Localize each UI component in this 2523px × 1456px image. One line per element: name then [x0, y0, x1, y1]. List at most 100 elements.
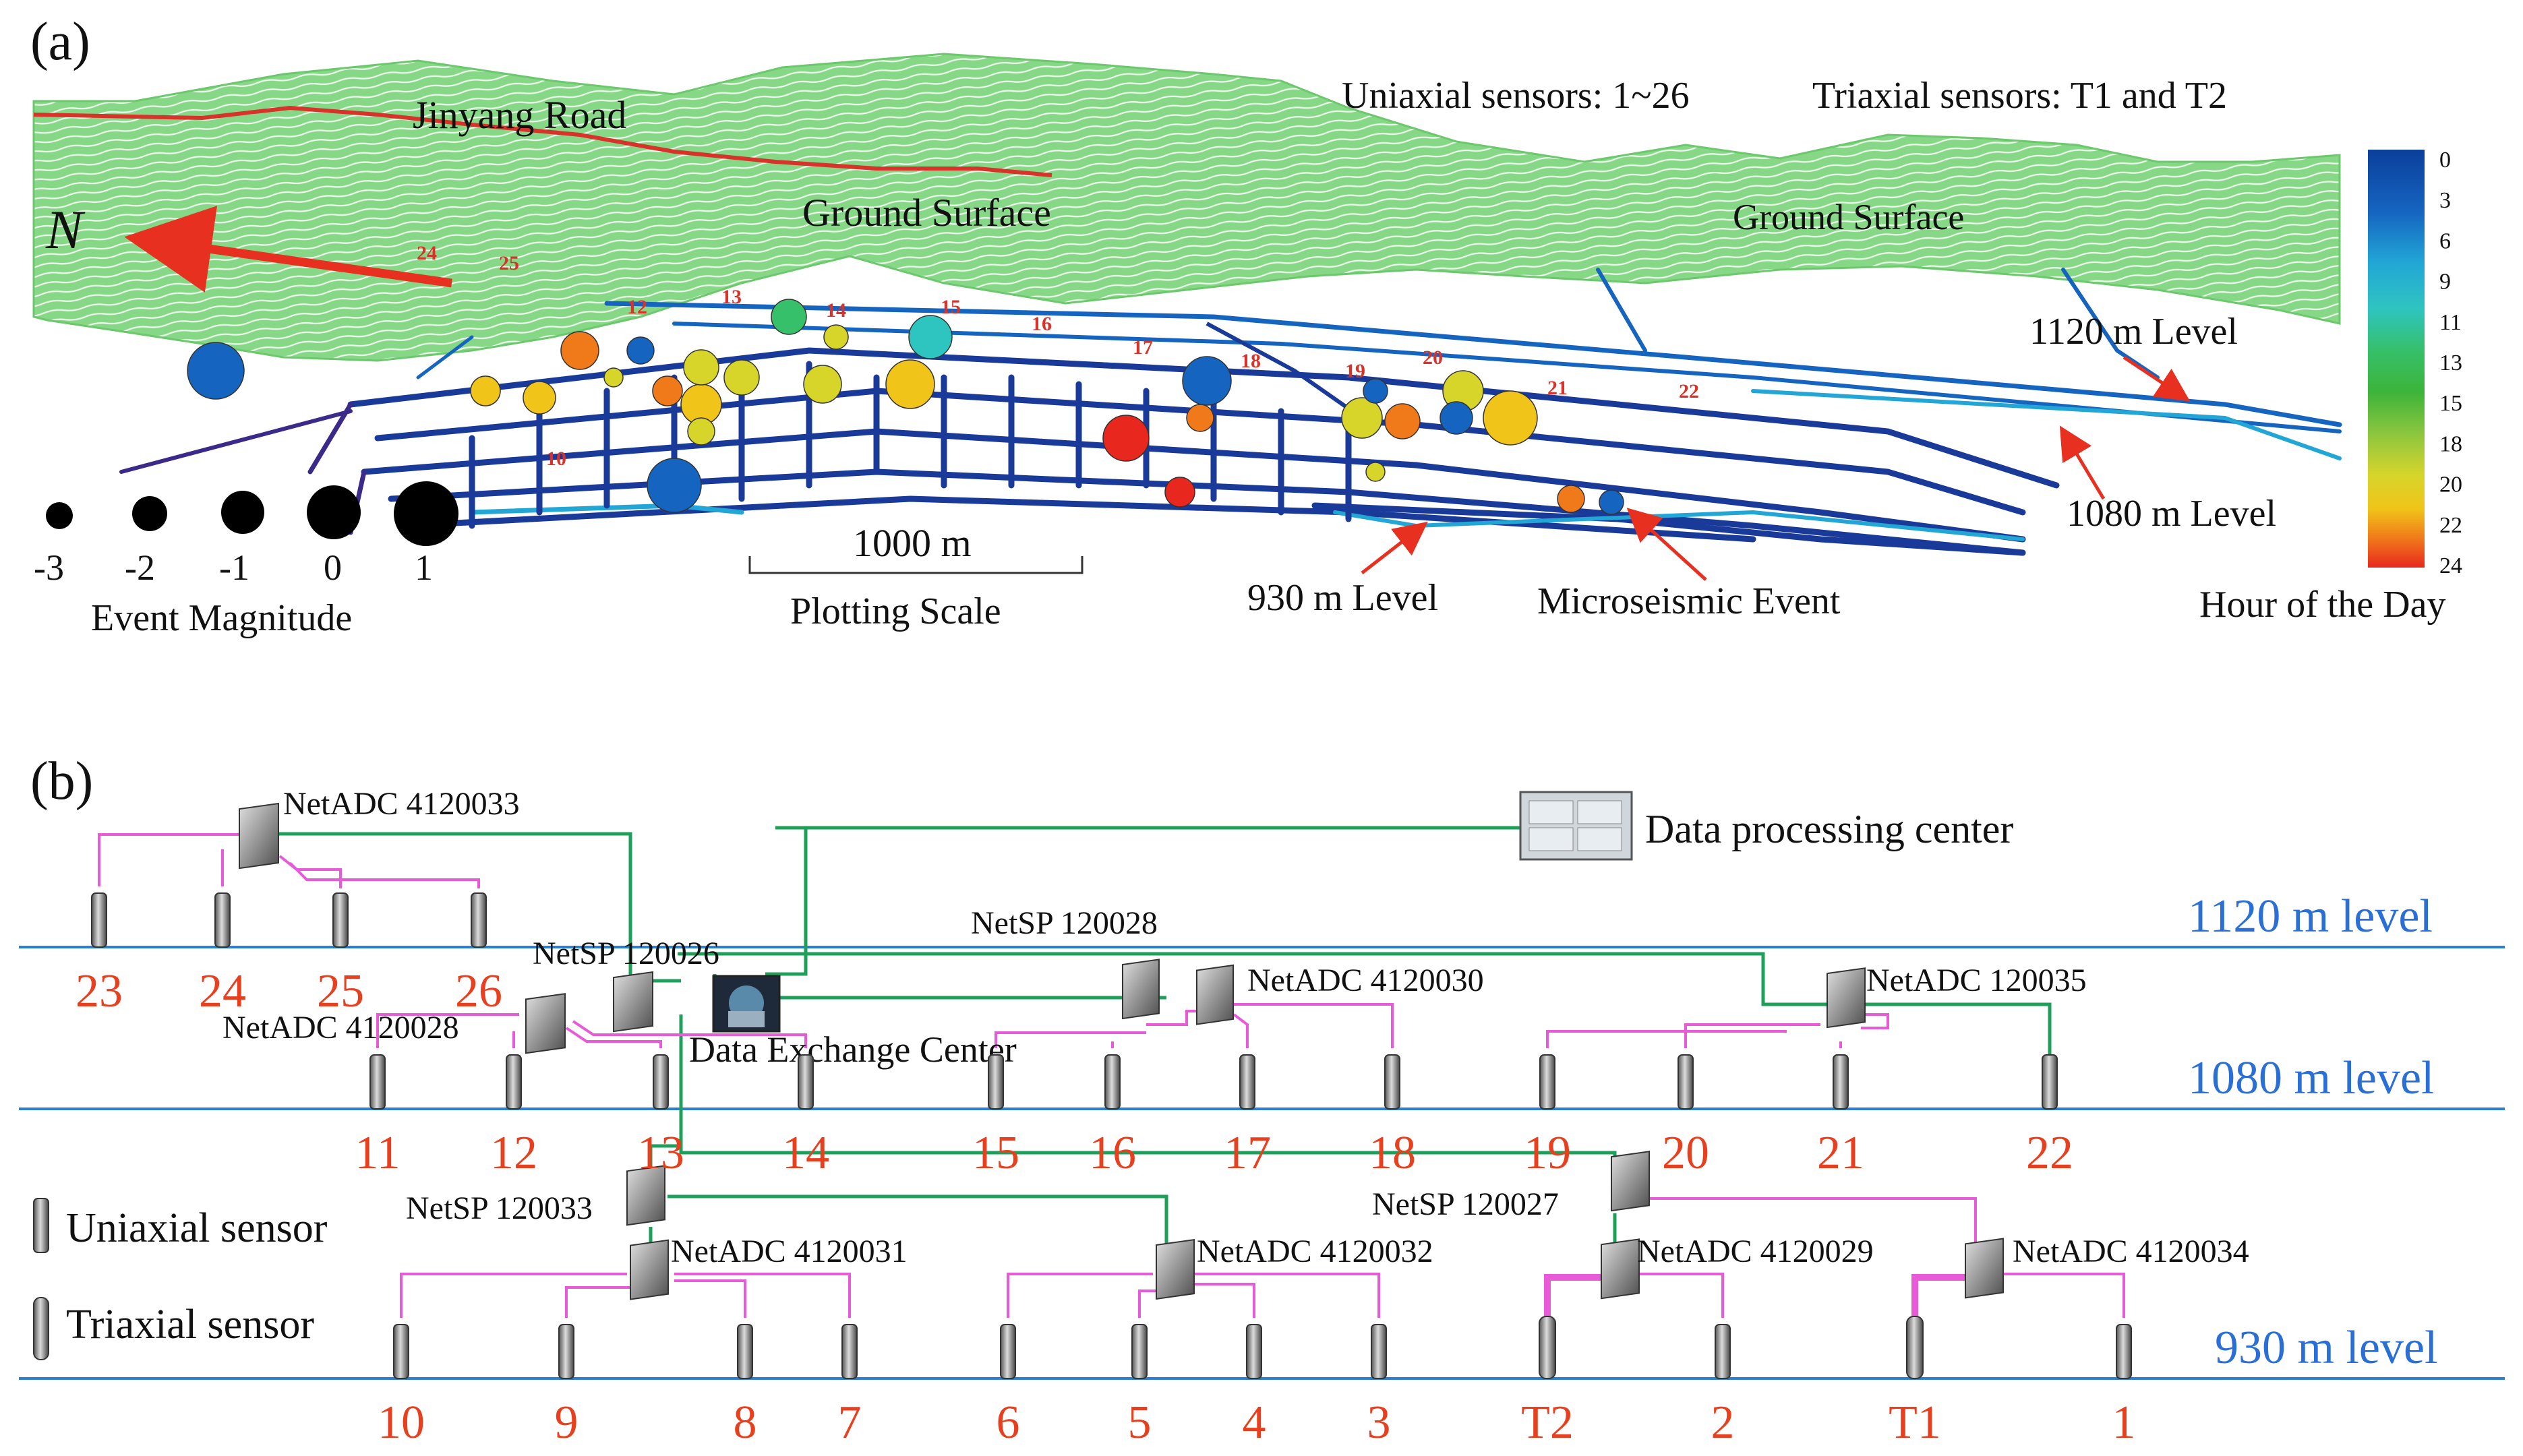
magenta-links	[98, 833, 2125, 1318]
label-data-processing-center: Data processing center	[1645, 807, 2013, 851]
sensor-number: 17	[1224, 1127, 1271, 1179]
uniaxial-note: Uniaxial sensors: 1~26	[1342, 75, 1690, 117]
sensor-tag-15: 15	[941, 296, 961, 318]
panel-a: N 24 25 12 13 14 15 16 17 18 19 20 21 22…	[30, 12, 2462, 639]
colorbar-strip	[2368, 150, 2425, 568]
sensor-number: 3	[1367, 1397, 1391, 1449]
uniaxial-sensor	[332, 892, 349, 948]
sensor-number: 24	[199, 965, 246, 1017]
level-930-label: 930 m Level	[1247, 577, 1438, 619]
sensor-number: 10	[378, 1397, 425, 1449]
sensor-tag-17: 17	[1133, 336, 1153, 359]
magnitude-dot-m2	[132, 496, 167, 531]
colorbar-title: Hour of the Day	[2199, 584, 2445, 626]
sensor-number: 2	[1711, 1397, 1735, 1449]
device-labels: NetADC 4120033 Data processing center Ne…	[222, 786, 2249, 1269]
colorbar-tick: 13	[2439, 351, 2462, 375]
uniaxial-sensor	[91, 892, 107, 948]
label-adc-4120034: NetADC 4120034	[2013, 1234, 2249, 1269]
colorbar-tick: 0	[2439, 148, 2451, 173]
colorbar-tick: 22	[2439, 513, 2462, 538]
uniaxial-sensor	[1715, 1324, 1731, 1379]
device-box-sp-120033	[626, 1165, 665, 1226]
level-1080-arrow	[2059, 425, 2106, 500]
sensor-number: 1	[2112, 1397, 2136, 1449]
label-sp-120027: NetSP 120027	[1372, 1186, 1559, 1222]
uniaxial-sensor	[1246, 1324, 1262, 1379]
magnitude-dot-m3	[46, 502, 73, 529]
sensor-tag-22: 22	[1679, 380, 1699, 402]
north-label: N	[45, 199, 86, 260]
uniaxial-sensor	[1833, 1054, 1849, 1110]
sensor-number: 13	[637, 1127, 684, 1179]
device-box-adc-4120029	[1601, 1238, 1640, 1300]
panel-a-label: (a)	[30, 12, 90, 71]
jinyang-road-line	[33, 105, 1052, 177]
magnitude-1: 1	[415, 547, 433, 588]
label-sp-120033: NetSP 120033	[406, 1190, 593, 1226]
sensor-tag-18: 18	[1241, 350, 1261, 372]
device-box-adc-4120033	[239, 802, 279, 870]
ground-surface-right: Ground Surface	[1733, 197, 1964, 237]
road-label: Jinyang Road	[413, 93, 626, 137]
panel-b-label: (b)	[30, 752, 93, 811]
uniaxial-sensor	[2116, 1324, 2132, 1379]
magnitude-m3: -3	[34, 547, 64, 588]
device-box-adc-4120031	[630, 1239, 669, 1300]
scale-caption: Plotting Scale	[790, 590, 1001, 632]
sensor-tags-a: 24 25 12 13 14 15 16 17 18 19 20 21 22 1…	[417, 242, 1699, 470]
sensor-tag-14: 14	[826, 299, 846, 322]
sensor-number: 8	[734, 1397, 757, 1449]
colorbar-tick: 9	[2439, 270, 2451, 295]
device-box-adc-4120032	[1156, 1238, 1195, 1300]
triaxial-sensor	[1906, 1316, 1924, 1379]
device-box-adc-4120034	[1965, 1238, 2004, 1299]
sensor-number: 7	[838, 1397, 862, 1449]
level-label-930: 930 m level	[2215, 1322, 2437, 1374]
sensor-tag-13: 13	[721, 286, 742, 308]
label-adc-120035: NetADC 120035	[1866, 963, 2087, 998]
uniaxial-sensor	[2042, 1054, 2058, 1110]
label-adc-4120030: NetADC 4120030	[1247, 963, 1484, 998]
sensor-number: 16	[1089, 1127, 1136, 1179]
colorbar-tick: 11	[2439, 310, 2462, 335]
magnitude-dot-1	[394, 481, 458, 546]
device-box-adc-4120028	[525, 993, 566, 1054]
label-adc-4120029: NetADC 4120029	[1637, 1234, 1874, 1269]
colorbar-tick: 18	[2439, 431, 2462, 456]
sensor-number: 9	[555, 1397, 578, 1449]
device-boxes	[239, 802, 2004, 1300]
uniaxial-sensor	[1384, 1054, 1400, 1110]
ground-surface-left: Ground Surface	[802, 191, 1051, 235]
magnitude-title: Event Magnitude	[91, 597, 352, 639]
label-adc-4120033: NetADC 4120033	[283, 786, 520, 822]
uniaxial-sensor	[737, 1324, 753, 1379]
magnitude-dot-0	[307, 485, 361, 539]
sensor-number: 19	[1524, 1127, 1571, 1179]
data-exchange-center-image	[712, 975, 781, 1033]
uniaxial-sensor	[1104, 1054, 1121, 1110]
sensor-number: 25	[317, 965, 364, 1017]
plotting-scale: 1000 m Plotting Scale	[748, 521, 1084, 632]
uniaxial-sensor	[471, 892, 487, 948]
sensor-legend: Uniaxial sensor Triaxial sensor	[33, 1198, 328, 1360]
magnitude-0: 0	[324, 547, 342, 588]
legend-triaxial-label: Triaxial sensor	[66, 1302, 314, 1347]
ground-surface-terrain	[32, 53, 2341, 362]
colorbar-tick: 3	[2439, 188, 2451, 213]
level-1120-label: 1120 m Level	[2029, 311, 2238, 353]
sensor-tag-16: 16	[1032, 313, 1052, 335]
uniaxial-sensor	[653, 1054, 669, 1110]
triaxial-note: Triaxial sensors: T1 and T2	[1812, 75, 2227, 117]
label-adc-4120032: NetADC 4120032	[1197, 1234, 1433, 1269]
sensor-tag-19: 19	[1345, 360, 1365, 382]
sensor-number: 6	[997, 1397, 1020, 1449]
device-box-adc-4120030-a	[1122, 959, 1160, 1020]
label-adc-4120031: NetADC 4120031	[671, 1234, 908, 1269]
legend-triaxial-symbol	[33, 1297, 49, 1360]
legend-uniaxial-symbol	[33, 1198, 49, 1253]
sensor-tag-24: 24	[417, 242, 437, 264]
uniaxial-sensor	[369, 1054, 386, 1110]
